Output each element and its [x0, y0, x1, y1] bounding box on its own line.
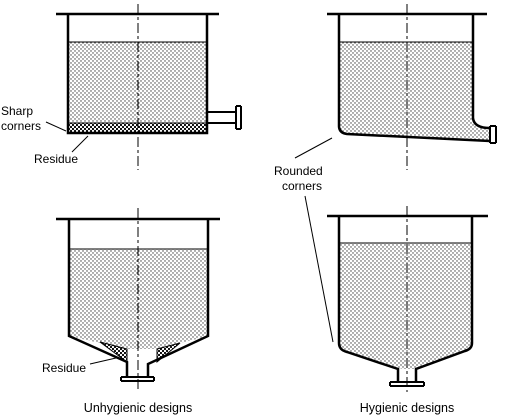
label-sharp-corners-1: Sharp [1, 104, 33, 118]
tank-wall [56, 217, 220, 377]
liquid [339, 42, 490, 140]
caption-unhygienic: Unhygienic designs [84, 401, 192, 415]
label-residue-bottom: Residue [42, 361, 86, 375]
tank-top-right [327, 4, 497, 170]
caption-hygienic: Hygienic designs [360, 401, 455, 415]
tank-bottom-right [327, 206, 488, 392]
liquid [339, 243, 472, 369]
side-outlet-pipe [207, 105, 242, 130]
tank-top-left [56, 4, 242, 170]
residue-left-corner [99, 341, 128, 363]
label-sharp-corners-2: corners [1, 119, 41, 133]
leader-residue-bottom [89, 357, 117, 365]
label-residue-top: Residue [34, 152, 78, 166]
leader-rounded-bottom [304, 195, 334, 343]
leader-sharp-corners [45, 121, 67, 132]
outlet-end [489, 125, 497, 144]
tank-wall [327, 12, 491, 143]
tank-bottom-left [56, 208, 220, 392]
leader-residue-top [71, 135, 89, 153]
label-rounded-corners-2: corners [282, 179, 322, 193]
leader-rounded-top [294, 137, 333, 159]
label-rounded-corners-1: Rounded [274, 164, 323, 178]
